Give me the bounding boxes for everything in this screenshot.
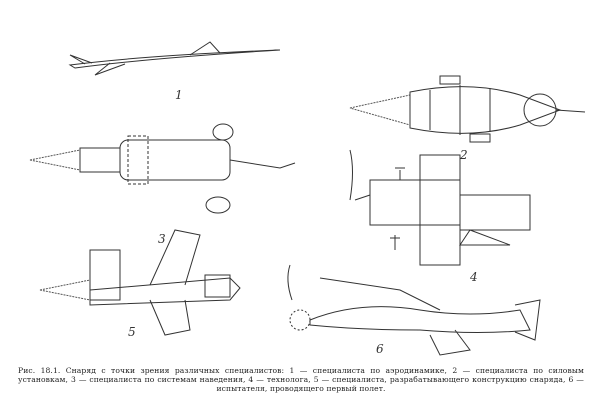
drawing-2-powerplant-missile <box>349 75 586 143</box>
drawing-6-test-flight-missile <box>287 264 541 356</box>
figure-drawings <box>29 41 586 356</box>
figure-label-4: 4 <box>470 270 478 284</box>
drawing-5-structural-missile <box>39 229 241 336</box>
figure-label-6: 6 <box>376 342 384 356</box>
figure-label-5: 5 <box>128 325 136 339</box>
figure-caption: Рис. 18.1. Снаряд с точки зрения различн… <box>18 366 584 393</box>
figure-label-2: 2 <box>460 148 468 162</box>
drawing-4-technologist-missile <box>349 149 531 266</box>
drawing-3-guidance-missile <box>29 123 296 214</box>
drawing-1-aerodynamic-missile <box>68 41 281 76</box>
figure-label-1: 1 <box>175 88 183 102</box>
figure-label-3: 3 <box>158 232 166 246</box>
